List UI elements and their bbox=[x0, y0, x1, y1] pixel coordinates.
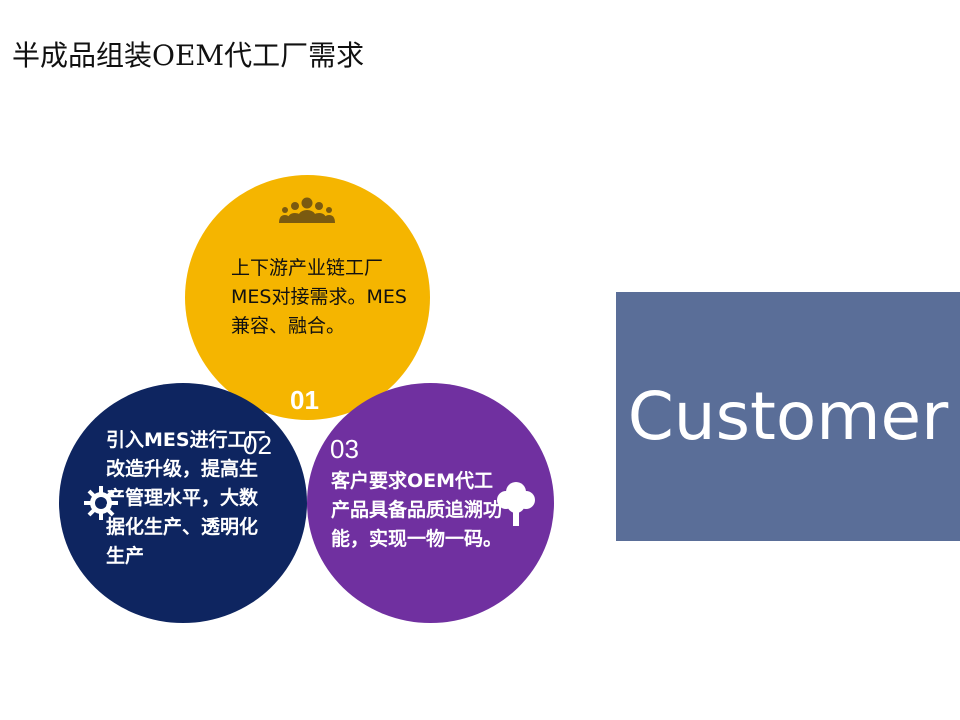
customer-label: Customer bbox=[627, 378, 949, 455]
circle-01-text: 上下游产业链工厂MES对接需求。MES兼容、融合。 bbox=[231, 257, 407, 337]
circle-02-number: 02 bbox=[243, 430, 272, 460]
circle-01-number: 01 bbox=[290, 385, 319, 415]
circle-02-text: 引入MES进行工厂改造升级，提高生产管理水平，大数据化生产、透明化生产 bbox=[106, 429, 266, 567]
circle-03-number: 03 bbox=[330, 434, 359, 464]
people-icon bbox=[279, 197, 335, 223]
circle-03-text: 客户要求OEM代工产品具备品质追溯功能，实现一物一码。 bbox=[331, 470, 503, 550]
page-title: 半成品组装OEM代工厂需求 bbox=[12, 39, 365, 72]
gear-icon bbox=[84, 486, 118, 520]
tree-icon bbox=[497, 482, 535, 526]
customer-box: Customer bbox=[616, 292, 960, 541]
